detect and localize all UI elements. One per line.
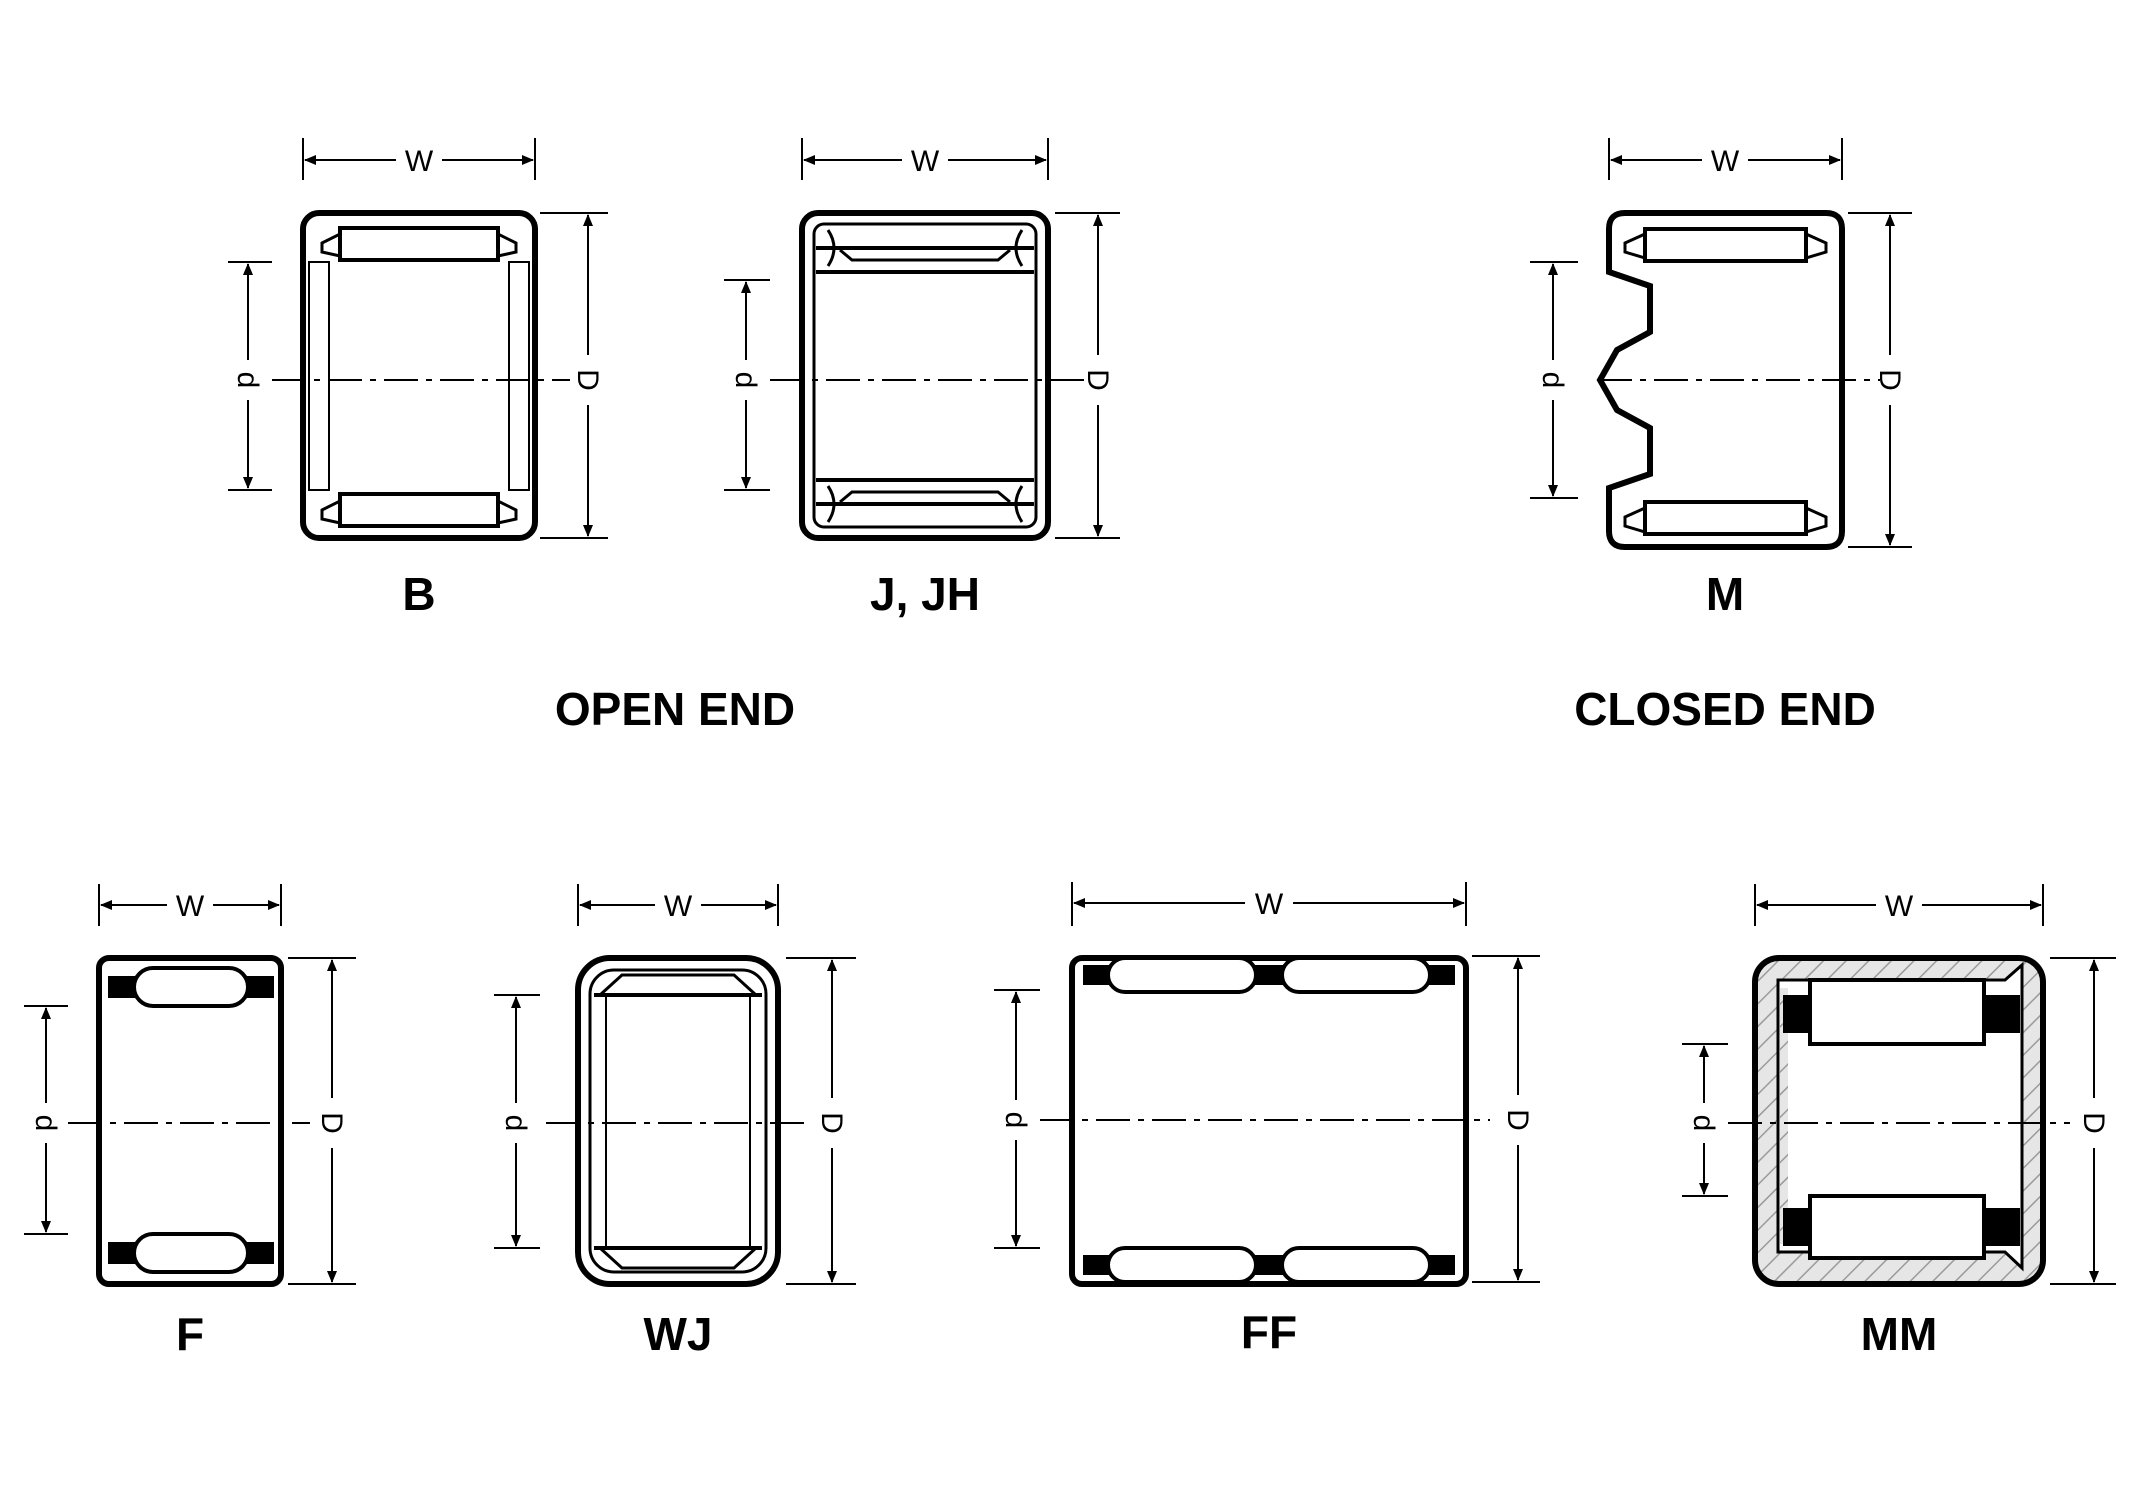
outer-diameter-label: D: [571, 369, 604, 391]
outer-diameter-label: D: [1501, 1109, 1534, 1131]
bearing-wj-label: WJ: [644, 1308, 713, 1360]
outer-diameter-label: D: [2077, 1112, 2110, 1134]
width-label: W: [1255, 888, 1284, 921]
bearing-m-label: M: [1706, 568, 1744, 620]
outer-diameter-label: D: [315, 1112, 348, 1134]
bearing-f-diagram: W D d F: [24, 884, 356, 1360]
bearing-m-diagram: W D d M: [1530, 138, 1912, 620]
width-label: W: [664, 890, 693, 923]
width-label: W: [911, 145, 940, 178]
inner-diameter-label: d: [999, 1112, 1032, 1129]
inner-diameter-label: d: [1536, 372, 1569, 389]
open-end-label: OPEN END: [555, 683, 795, 735]
width-label: W: [405, 145, 434, 178]
bearing-b-label: B: [402, 568, 435, 620]
bearing-j-jh-label: J, JH: [870, 568, 980, 620]
outer-diameter-label: D: [1081, 369, 1114, 391]
width-label: W: [1885, 890, 1914, 923]
bearing-wj-diagram: W D d WJ: [494, 884, 856, 1360]
inner-diameter-label: d: [1687, 1115, 1720, 1132]
bearing-j-jh-diagram: W D d J, JH: [724, 138, 1120, 620]
bearing-ff-label: FF: [1241, 1306, 1297, 1358]
bearing-mm-diagram: W D d MM: [1682, 884, 2116, 1360]
bearing-b-diagram: W D d B: [228, 138, 608, 620]
bearing-mm-label: MM: [1861, 1308, 1938, 1360]
inner-diameter-label: d: [29, 1115, 62, 1132]
width-label: W: [1711, 145, 1740, 178]
closed-end-label: CLOSED END: [1574, 683, 1876, 735]
bearing-ff-diagram: W D d FF: [994, 882, 1540, 1358]
width-label: W: [176, 890, 205, 923]
inner-diameter-label: d: [231, 372, 264, 389]
inner-diameter-label: d: [499, 1115, 532, 1132]
inner-diameter-label: d: [729, 372, 762, 389]
outer-diameter-label: D: [1873, 369, 1906, 391]
bearing-f-label: F: [176, 1308, 204, 1360]
outer-diameter-label: D: [815, 1112, 848, 1134]
